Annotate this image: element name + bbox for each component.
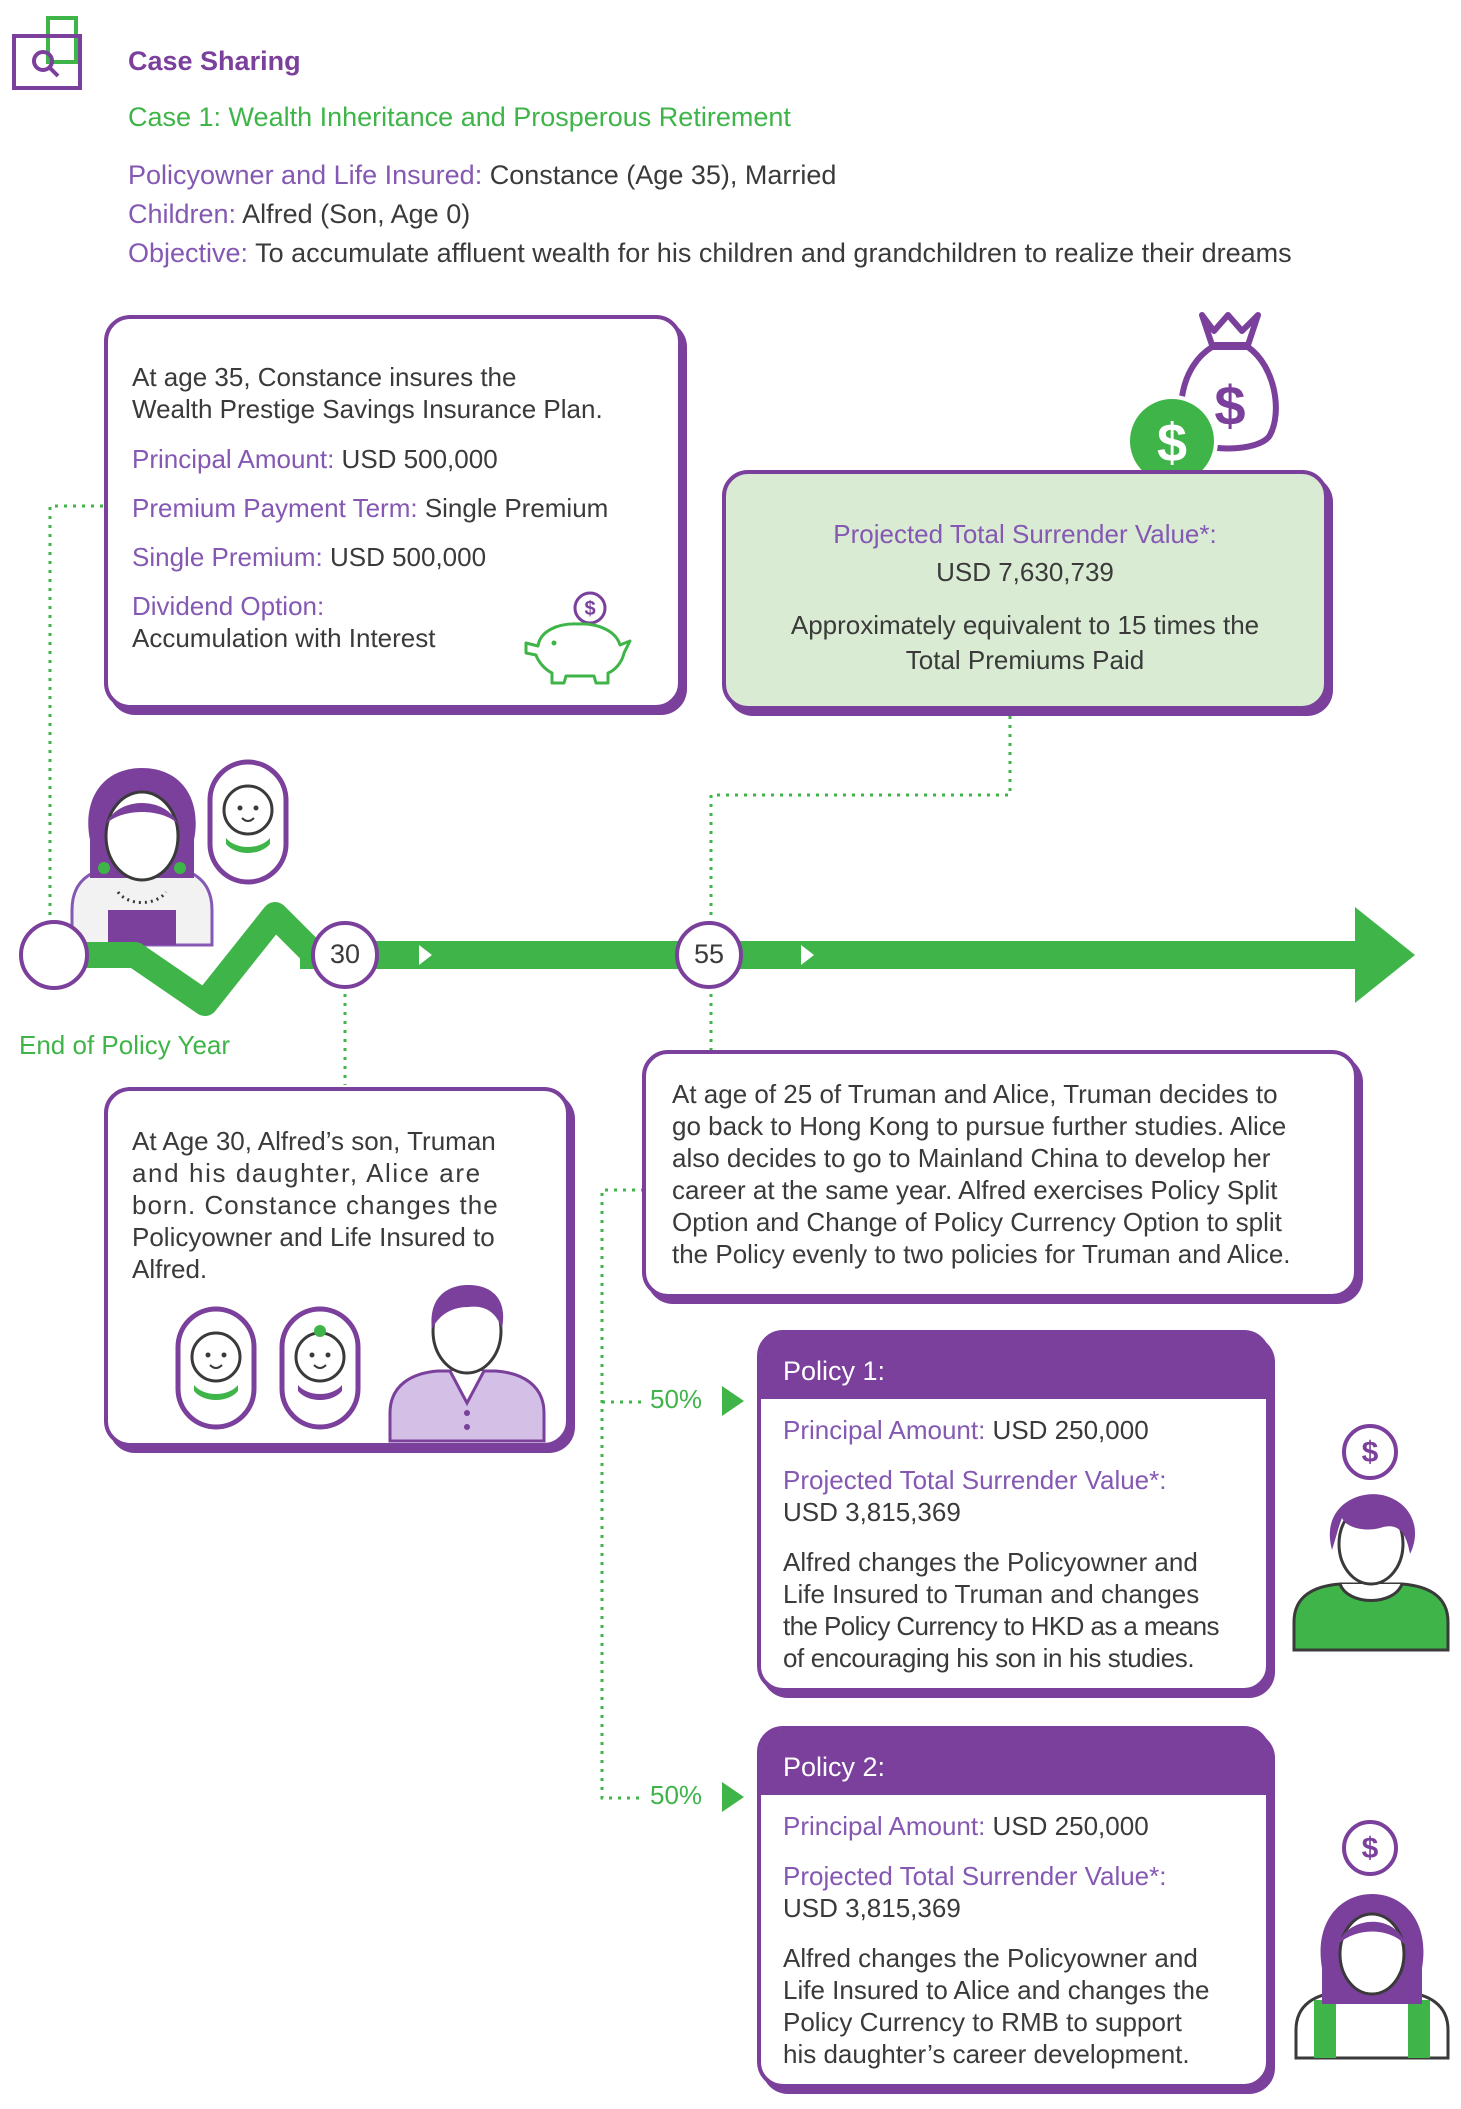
age-30-line2: and his daughter, Alice are [132, 1158, 482, 1188]
timeline-marker-30: 30 [329, 939, 361, 969]
age-55-line2: go back to Hong Kong to pursue further s… [672, 1111, 1287, 1141]
age-55-line5: Option and Change of Policy Currency Opt… [672, 1207, 1282, 1237]
objective-line: Objective: To accumulate affluent wealth… [128, 234, 1292, 273]
policy1-principal-label: Principal Amount: [783, 1415, 986, 1445]
piggy-bank-icon: $ [524, 591, 632, 685]
alice-dollar-icon: $ [1342, 1820, 1398, 1876]
policy1-principal-value: USD 250,000 [985, 1415, 1149, 1445]
policy1-arrow-icon [722, 1386, 744, 1416]
timeline-arrow-head [1355, 907, 1415, 1003]
timeline-bar [300, 941, 1380, 969]
policy2-box: Policy 2: Principal Amount: USD 250,000 … [757, 1726, 1270, 2088]
start-line2: Wealth Prestige Savings Insurance Plan. [132, 394, 603, 424]
policy2-line1: Alfred changes the Policyowner and [783, 1943, 1198, 1973]
baby-truman-icon [175, 1306, 257, 1430]
truman-dollar-sign: $ [1362, 1436, 1379, 1469]
policy1-line2: Life Insured to Truman and changes [783, 1579, 1200, 1609]
constance-avatar [70, 768, 214, 947]
policy2-split-percent: 50% [650, 1780, 703, 1810]
age-55-box: At age of 25 of Truman and Alice, Truman… [642, 1050, 1358, 1298]
objective-label: Objective: [128, 238, 249, 268]
policy1-box: Policy 1: Principal Amount: USD 250,000 … [757, 1330, 1270, 1692]
policy1-line4: of encouraging his son in his studies. [783, 1643, 1195, 1673]
policy2-principal-value: USD 250,000 [985, 1811, 1149, 1841]
start-line1: At age 35, Constance insures the [132, 362, 517, 392]
policy1-value-label: Projected Total Surrender Value*: [783, 1465, 1167, 1495]
case-title: Case 1: Wealth Inheritance and Prosperou… [128, 102, 791, 132]
age-30-box: At Age 30, Alfred’s son, Truman and his … [104, 1087, 570, 1447]
surrender-value-label: Projected Total Surrender Value*: [833, 519, 1217, 549]
baby-alfred-icon [207, 759, 289, 885]
timeline-chevron-1 [419, 945, 432, 965]
start-single-label: Single Premium: [132, 542, 323, 572]
age-55-line4: career at the same year. Alfred exercise… [672, 1175, 1278, 1205]
start-term-label: Premium Payment Term: [132, 493, 418, 523]
policy2-title: Policy 2: [761, 1730, 1266, 1795]
age-30-line3: born. Constance changes the [132, 1190, 499, 1220]
start-single-value: USD 500,000 [322, 542, 487, 572]
timeline-start-circle [19, 920, 89, 990]
children-label: Children: [128, 199, 237, 229]
surrender-value-note-line1: Approximately equivalent to 15 times the [790, 610, 1260, 640]
policy1-line3: the Policy Currency to HKD as a means [783, 1611, 1219, 1641]
policyowner-label: Policyowner and Life Insured: [128, 160, 483, 190]
age-55-line1: At age of 25 of Truman and Alice, Truman… [672, 1079, 1278, 1109]
children-line: Children: Alfred (Son, Age 0) [128, 195, 470, 234]
objective-value: To accumulate affluent wealth for his ch… [248, 238, 1292, 268]
age-55-line3: also decides to go to Mainland China to … [672, 1143, 1271, 1173]
start-dividend-label: Dividend Option: [132, 591, 325, 621]
policy2-value-label: Projected Total Surrender Value*: [783, 1861, 1167, 1891]
age-30-line5: Alfred. [132, 1254, 208, 1284]
policy1-line1: Alfred changes the Policyowner and [783, 1547, 1198, 1577]
money-bag-icon: $ $ [1126, 312, 1279, 487]
policy2-principal: Principal Amount: USD 250,000 [783, 1810, 1149, 1843]
timeline-chevron-2 [801, 945, 814, 965]
baby-alice-icon [279, 1306, 361, 1430]
surrender-value-note-line2: Total Premiums Paid [905, 645, 1145, 675]
policy1-principal: Principal Amount: USD 250,000 [783, 1414, 1149, 1447]
policy2-line3: Policy Currency to RMB to support [783, 2007, 1182, 2037]
policy1-value: USD 3,815,369 [783, 1497, 961, 1527]
surrender-value-amount: USD 7,630,739 [936, 557, 1114, 587]
policy1-title: Policy 1: [761, 1334, 1266, 1399]
alice-dollar-sign: $ [1362, 1832, 1379, 1865]
policyowner-value: Constance (Age 35), Married [482, 160, 837, 190]
policy2-arrow-icon [722, 1782, 744, 1812]
start-single: Single Premium: USD 500,000 [132, 541, 486, 574]
alfred-avatar [388, 1285, 546, 1443]
start-term-value: Single Premium [417, 493, 609, 523]
surrender-value-box: Projected Total Surrender Value*: USD 7,… [722, 470, 1328, 710]
policy2-line4: his daughter’s career development. [783, 2039, 1190, 2069]
piggy-dollar-sign: $ [584, 598, 595, 620]
page-title: Case Sharing [128, 46, 301, 76]
truman-avatar [1292, 1494, 1450, 1652]
start-principal-value: USD 500,000 [334, 444, 498, 474]
start-principal: Principal Amount: USD 500,000 [132, 443, 498, 476]
policy2-principal-label: Principal Amount: [783, 1811, 986, 1841]
policy2-line2: Life Insured to Alice and changes the [783, 1975, 1210, 2005]
timeline [19, 902, 1415, 1016]
age-55-line6: the Policy evenly to two policies for Tr… [672, 1239, 1291, 1269]
start-box: At age 35, Constance insures the Wealth … [104, 315, 682, 709]
start-principal-label: Principal Amount: [132, 444, 335, 474]
timeline-marker-55-circle [675, 921, 743, 989]
bag-dollar-sign: $ [1214, 374, 1245, 437]
children-value: Alfred (Son, Age 0) [236, 199, 471, 229]
policy2-value: USD 3,815,369 [783, 1893, 961, 1923]
timeline-marker-30-circle [311, 921, 379, 989]
policy1-split-percent: 50% [650, 1384, 703, 1414]
search-document-icon [12, 16, 82, 90]
timeline-marker-55: 55 [693, 939, 725, 969]
start-dividend-value: Accumulation with Interest [132, 623, 436, 653]
truman-dollar-icon: $ [1342, 1424, 1398, 1480]
policyowner-line: Policyowner and Life Insured: Constance … [128, 156, 836, 195]
coin-dollar-sign: $ [1157, 413, 1187, 473]
age-30-line4: Policyowner and Life Insured to [132, 1222, 495, 1252]
age-30-line1: At Age 30, Alfred’s son, Truman [132, 1126, 496, 1156]
alice-avatar [1294, 1894, 1450, 2060]
start-term: Premium Payment Term: Single Premium [132, 492, 608, 525]
timeline-axis-label: End of Policy Year [19, 1030, 231, 1060]
